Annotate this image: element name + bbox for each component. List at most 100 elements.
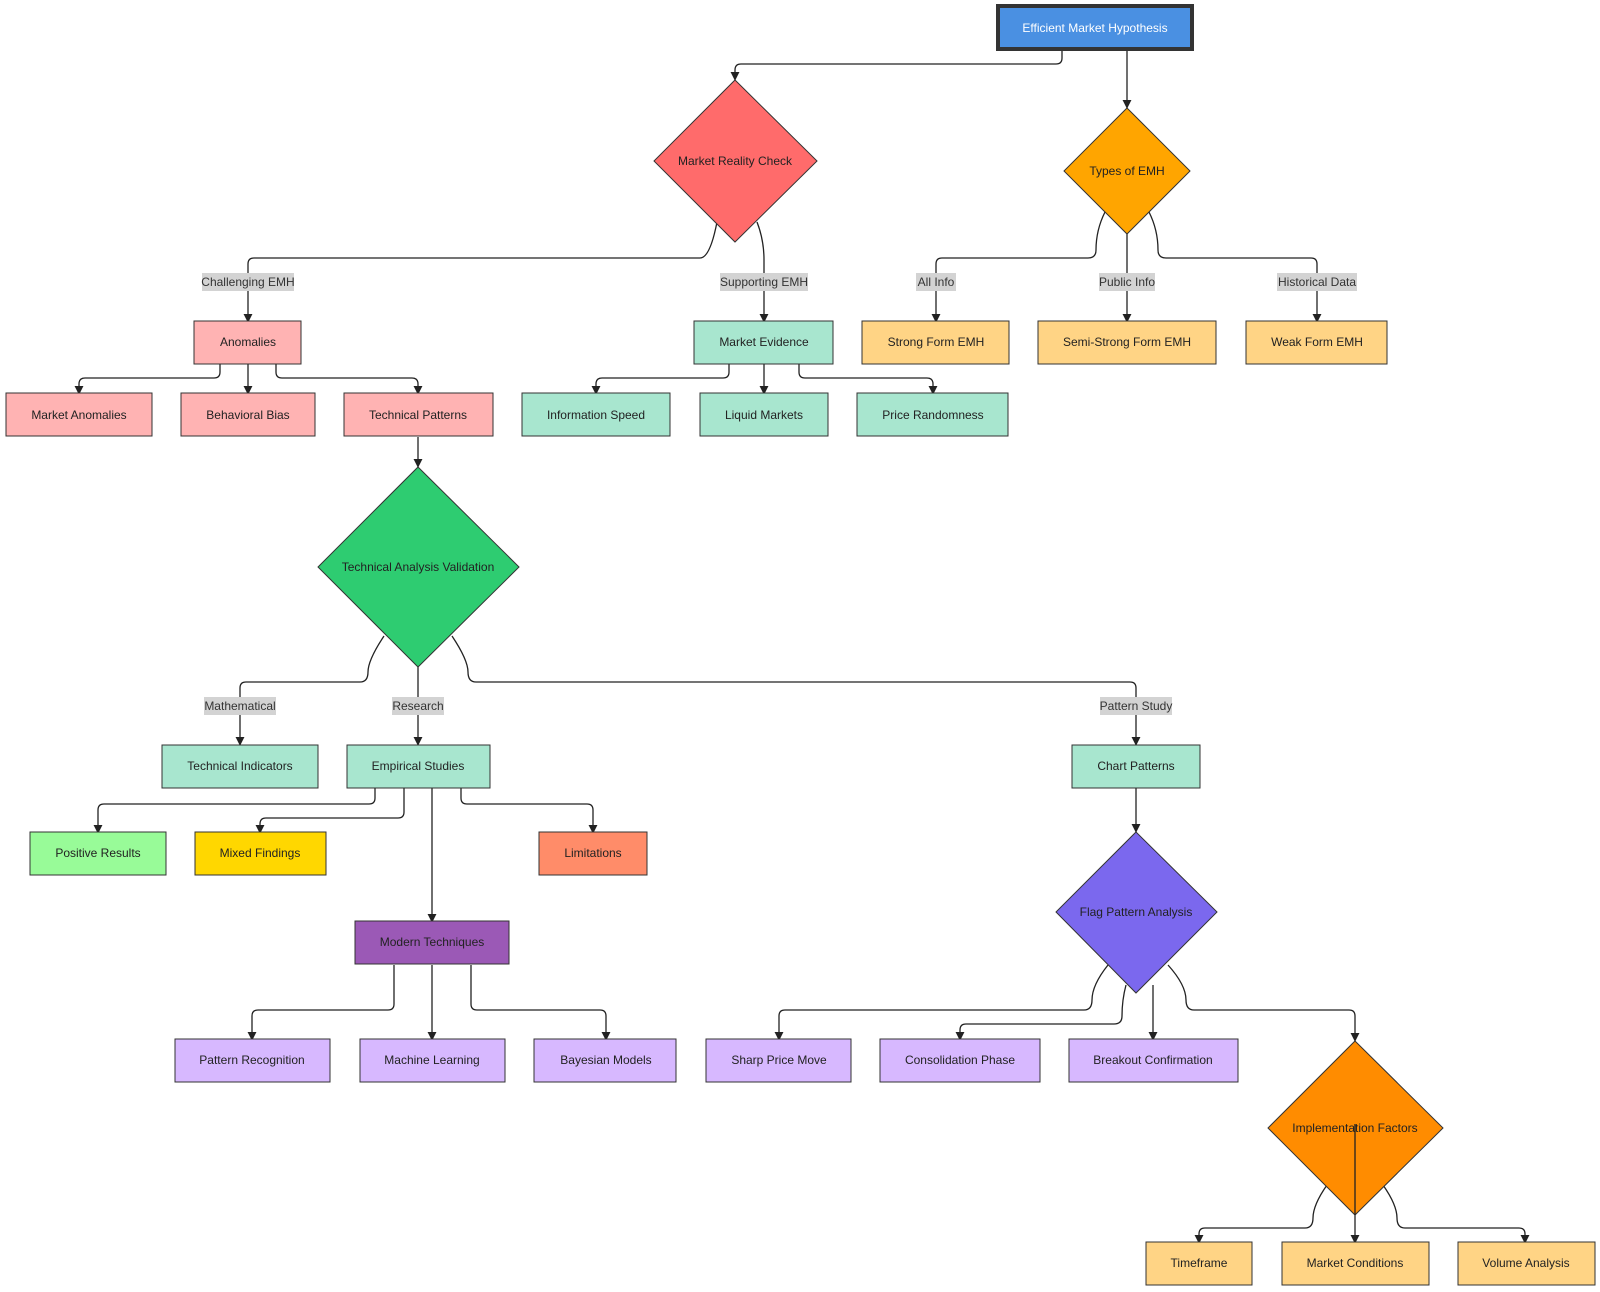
edge-label-supporting: Supporting EMH: [720, 273, 808, 291]
svg-text:Volume Analysis: Volume Analysis: [1482, 1256, 1569, 1270]
svg-text:Consolidation Phase: Consolidation Phase: [905, 1053, 1015, 1067]
node-market-anomalies[interactable]: Market Anomalies: [5, 392, 153, 437]
node-strong-form-emh[interactable]: Strong Form EMH: [861, 320, 1010, 365]
svg-text:Price Randomness: Price Randomness: [882, 408, 983, 422]
edge-modern-to-bayesian: [470, 965, 611, 1041]
svg-text:Technical Indicators: Technical Indicators: [187, 759, 292, 773]
edge-types-to-weak: [1148, 211, 1322, 323]
node-market-reality-check[interactable]: Market Reality Check: [653, 79, 818, 243]
svg-text:Market Anomalies: Market Anomalies: [31, 408, 126, 422]
node-machine-learning[interactable]: Machine Learning: [359, 1038, 506, 1083]
edge-implementation-to-volume: [1382, 1184, 1530, 1244]
edge-implementation-to-timeframe: [1194, 1184, 1328, 1244]
svg-text:Liquid Markets: Liquid Markets: [725, 408, 803, 422]
svg-text:Modern Techniques: Modern Techniques: [380, 935, 485, 949]
node-volume-analysis[interactable]: Volume Analysis: [1457, 1241, 1596, 1286]
svg-text:Machine Learning: Machine Learning: [384, 1053, 479, 1067]
edge-empirical-to-limitations: [460, 788, 598, 834]
node-technical-analysis-validation[interactable]: Technical Analysis Validation: [317, 466, 520, 668]
node-timeframe[interactable]: Timeframe: [1145, 1241, 1253, 1286]
svg-text:Flag Pattern Analysis: Flag Pattern Analysis: [1080, 905, 1193, 919]
node-price-randomness[interactable]: Price Randomness: [856, 392, 1009, 437]
svg-text:Challenging EMH: Challenging EMH: [201, 275, 294, 289]
node-modern-techniques[interactable]: Modern Techniques: [354, 920, 510, 965]
svg-text:Pattern Study: Pattern Study: [1100, 699, 1173, 713]
node-information-speed[interactable]: Information Speed: [521, 392, 671, 437]
svg-text:Technical Analysis Validation: Technical Analysis Validation: [342, 560, 495, 574]
edge-tav-to-chart: [451, 635, 1141, 746]
edge-label-challenging: Challenging EMH: [201, 273, 295, 291]
edge-types-to-strong: [931, 211, 1106, 323]
node-flag-pattern-analysis[interactable]: Flag Pattern Analysis: [1055, 831, 1218, 994]
svg-text:Timeframe: Timeframe: [1171, 1256, 1228, 1270]
svg-text:Efficient Market Hypothesis: Efficient Market Hypothesis: [1022, 21, 1167, 35]
svg-text:Breakout Confirmation: Breakout Confirmation: [1093, 1053, 1212, 1067]
svg-text:Technical Patterns: Technical Patterns: [369, 408, 467, 422]
node-behavioral-bias[interactable]: Behavioral Bias: [180, 392, 316, 437]
node-consolidation-phase[interactable]: Consolidation Phase: [879, 1038, 1041, 1083]
edge-label-historical: Historical Data: [1277, 273, 1357, 291]
node-anomalies[interactable]: Anomalies: [193, 320, 302, 365]
edge-reality-to-anomalies: [243, 221, 718, 323]
svg-text:Information Speed: Information Speed: [547, 408, 645, 422]
edge-label-public-info: Public Info: [1099, 273, 1155, 291]
node-market-evidence[interactable]: Market Evidence: [693, 320, 834, 365]
edge-flag-to-consolidation: [955, 984, 1127, 1041]
edge-evidence-to-randomness: [798, 363, 938, 395]
node-pattern-recognition[interactable]: Pattern Recognition: [174, 1038, 331, 1083]
edge-tav-to-indicators: [235, 635, 385, 746]
node-weak-form-emh[interactable]: Weak Form EMH: [1245, 320, 1388, 365]
svg-text:All Info: All Info: [918, 275, 955, 289]
edge-reality-to-evidence: [756, 221, 769, 323]
node-empirical-studies[interactable]: Empirical Studies: [346, 744, 491, 789]
edge-evidence-to-info-speed: [591, 363, 730, 395]
edge-label-mathematical: Mathematical: [204, 697, 276, 715]
node-semi-strong-form-emh[interactable]: Semi-Strong Form EMH: [1037, 320, 1217, 365]
node-technical-indicators[interactable]: Technical Indicators: [161, 744, 319, 789]
svg-text:Pattern Recognition: Pattern Recognition: [199, 1053, 304, 1067]
node-efficient-market-hypothesis[interactable]: Efficient Market Hypothesis: [996, 4, 1194, 51]
svg-text:Anomalies: Anomalies: [220, 335, 276, 349]
svg-text:Semi-Strong Form EMH: Semi-Strong Form EMH: [1063, 335, 1191, 349]
svg-text:Mixed Findings: Mixed Findings: [220, 846, 301, 860]
svg-text:Bayesian Models: Bayesian Models: [560, 1053, 651, 1067]
svg-text:Types of EMH: Types of EMH: [1089, 164, 1164, 178]
node-breakout-confirmation[interactable]: Breakout Confirmation: [1068, 1038, 1239, 1083]
node-liquid-markets[interactable]: Liquid Markets: [699, 392, 829, 437]
svg-text:Chart Patterns: Chart Patterns: [1097, 759, 1174, 773]
svg-text:Market Conditions: Market Conditions: [1307, 1256, 1404, 1270]
svg-text:Research: Research: [392, 699, 443, 713]
node-chart-patterns[interactable]: Chart Patterns: [1071, 744, 1201, 789]
edge-flag-to-implementation: [1167, 964, 1360, 1042]
svg-text:Mathematical: Mathematical: [204, 699, 275, 713]
svg-text:Public Info: Public Info: [1099, 275, 1155, 289]
node-positive-results[interactable]: Positive Results: [29, 831, 167, 876]
node-sharp-price-move[interactable]: Sharp Price Move: [705, 1038, 852, 1083]
svg-text:Behavioral Bias: Behavioral Bias: [206, 408, 289, 422]
svg-text:Historical Data: Historical Data: [1278, 275, 1356, 289]
node-mixed-findings[interactable]: Mixed Findings: [194, 831, 327, 876]
svg-text:Market Reality Check: Market Reality Check: [678, 154, 793, 168]
node-market-conditions[interactable]: Market Conditions: [1281, 1241, 1430, 1286]
svg-text:Sharp Price Move: Sharp Price Move: [731, 1053, 827, 1067]
node-technical-patterns[interactable]: Technical Patterns: [343, 392, 494, 437]
svg-text:Empirical Studies: Empirical Studies: [372, 759, 465, 773]
svg-text:Market Evidence: Market Evidence: [719, 335, 809, 349]
edge-empirical-to-positive: [93, 788, 376, 834]
edge-emh-to-reality: [730, 48, 1063, 81]
edge-anomalies-to-technical: [275, 363, 423, 395]
node-bayesian-models[interactable]: Bayesian Models: [533, 1038, 677, 1083]
svg-text:Positive Results: Positive Results: [55, 846, 140, 860]
edge-label-research: Research: [392, 697, 444, 715]
edge-modern-to-pattern-recognition: [247, 965, 395, 1041]
edge-label-all-info: All Info: [916, 273, 956, 291]
edge-flag-to-sharp-move: [774, 964, 1109, 1041]
node-types-of-emh[interactable]: Types of EMH: [1063, 107, 1191, 235]
node-limitations[interactable]: Limitations: [538, 831, 648, 876]
svg-text:Limitations: Limitations: [564, 846, 621, 860]
edge-label-pattern-study: Pattern Study: [1100, 697, 1173, 715]
svg-text:Weak Form EMH: Weak Form EMH: [1271, 335, 1363, 349]
svg-text:Strong Form EMH: Strong Form EMH: [888, 335, 985, 349]
edge-anomalies-to-market-anomalies: [74, 363, 221, 395]
